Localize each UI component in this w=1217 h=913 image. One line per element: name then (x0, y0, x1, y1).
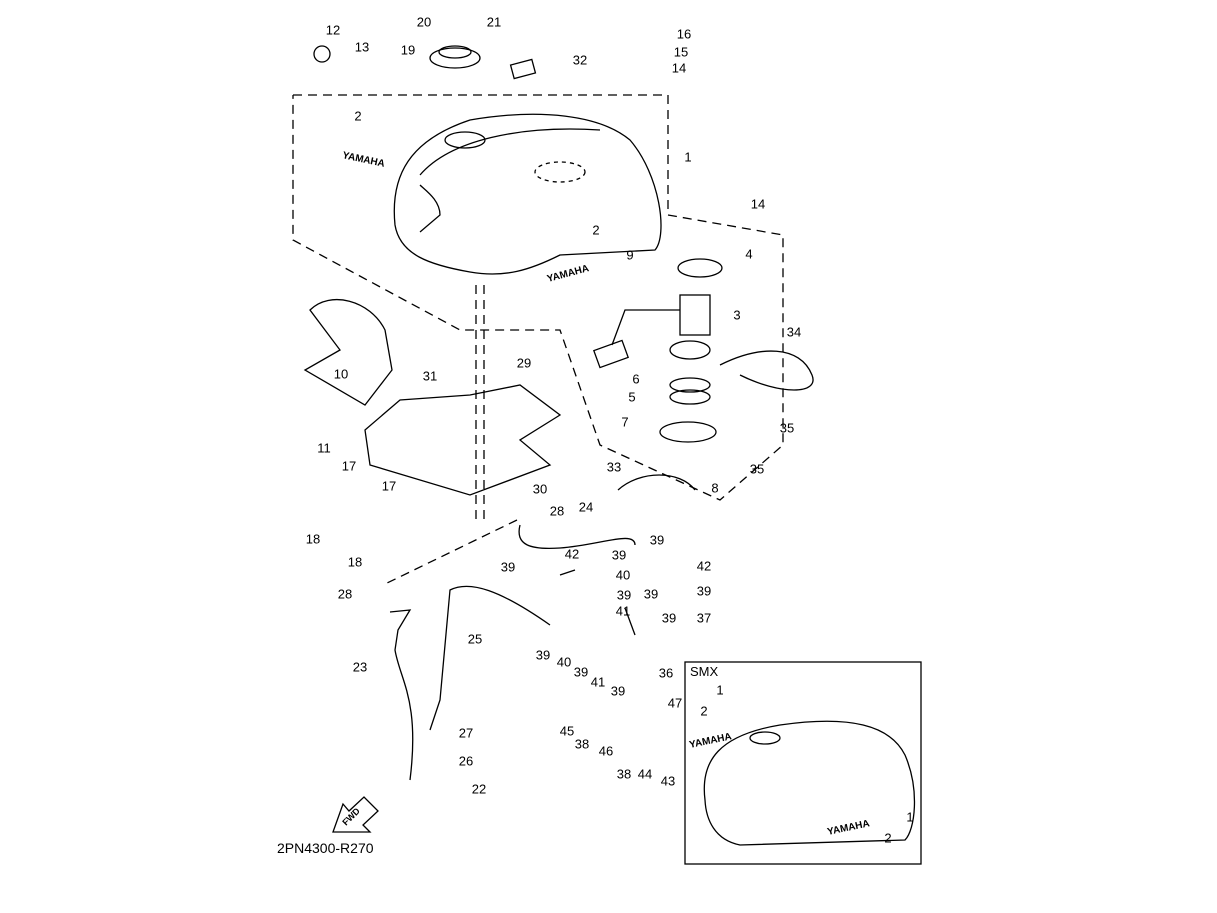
part-callout: 39 (500, 559, 516, 575)
fuel-tank (393, 113, 662, 275)
part-callout: 39 (643, 586, 659, 602)
part-callout: 4 (745, 246, 753, 262)
part-callout: 38 (616, 766, 632, 782)
part-callout: 40 (615, 567, 631, 583)
part-callout: 3 (733, 307, 741, 323)
part-callout: 16 (676, 26, 692, 42)
part-callout: 2 (354, 108, 362, 124)
part-callout: 39 (611, 547, 627, 563)
part-callout: 1 (906, 809, 914, 825)
part-callout: 15 (673, 44, 689, 60)
part-callout: 43 (660, 773, 676, 789)
part-callout: 47 (667, 695, 683, 711)
part-callout: 19 (400, 42, 416, 58)
part-callout: 5 (628, 389, 636, 405)
part-callout: 8 (711, 480, 719, 496)
part-callout: 46 (598, 743, 614, 759)
part-callout: 6 (632, 371, 640, 387)
part-callout: 39 (661, 610, 677, 626)
part-callout: 39 (616, 587, 632, 603)
smx-inset (684, 661, 922, 865)
part-callout: 1 (684, 149, 692, 165)
part-callout: 14 (671, 60, 687, 76)
part-callout: 37 (696, 610, 712, 626)
part-callout: 13 (354, 39, 370, 55)
part-callout: 41 (590, 674, 606, 690)
fuel-pump (592, 258, 723, 443)
part-callout: 40 (556, 654, 572, 670)
part-callout: 7 (621, 414, 629, 430)
dashed-assembly-box (292, 94, 784, 586)
diagram-code: 2PN4300-R270 (277, 840, 374, 856)
part-callout: 14 (750, 196, 766, 212)
part-callout: 33 (606, 459, 622, 475)
part-callout: 9 (626, 247, 634, 263)
part-callout: 17 (381, 478, 397, 494)
part-callout: 2 (884, 830, 892, 846)
part-callout: 34 (786, 324, 802, 340)
part-callout: 32 (572, 52, 588, 68)
fuel-cap (313, 45, 537, 80)
part-callout: 31 (422, 368, 438, 384)
inset-tank-logo-side: YAMAHA (688, 731, 732, 751)
part-callout: 35 (779, 420, 795, 436)
part-callout: 21 (486, 14, 502, 30)
hoses (389, 350, 814, 781)
part-callout: 28 (549, 503, 565, 519)
part-callout: 38 (574, 736, 590, 752)
part-callout: 29 (516, 355, 532, 371)
part-callout: 35 (749, 461, 765, 477)
tank-logo-side: YAMAHA (341, 150, 385, 170)
part-callout: 23 (352, 659, 368, 675)
part-callout: 2 (592, 222, 600, 238)
part-callout: 30 (532, 481, 548, 497)
part-callout: 2 (700, 703, 708, 719)
part-callout: 17 (341, 458, 357, 474)
part-callout: 39 (610, 683, 626, 699)
part-callout: 44 (637, 766, 653, 782)
part-callout: 22 (471, 781, 487, 797)
inset-tank-logo-front: YAMAHA (826, 818, 870, 838)
part-callout: 20 (416, 14, 432, 30)
part-callout: 39 (649, 532, 665, 548)
part-callout: 27 (458, 725, 474, 741)
part-callout: 12 (325, 22, 341, 38)
part-callout: 25 (467, 631, 483, 647)
inset-label: SMX (690, 664, 719, 679)
part-callout: 28 (337, 586, 353, 602)
part-callout: 39 (573, 664, 589, 680)
part-callout: 18 (305, 531, 321, 547)
part-callout: 42 (696, 558, 712, 574)
part-callout: 1 (716, 682, 724, 698)
tank-logo-front: YAMAHA (546, 263, 590, 285)
part-callout: 41 (615, 603, 631, 619)
part-callout: 45 (559, 723, 575, 739)
part-callout: 39 (535, 647, 551, 663)
part-callout: 36 (658, 665, 674, 681)
heat-shields (303, 298, 562, 496)
part-callout: 18 (347, 554, 363, 570)
part-callout: 26 (458, 753, 474, 769)
part-callout: 42 (564, 546, 580, 562)
part-callout: 10 (333, 366, 349, 382)
part-callout: 11 (317, 440, 331, 456)
part-callout: 24 (578, 499, 594, 515)
fwd-arrow (332, 796, 379, 833)
part-callout: 39 (696, 583, 712, 599)
